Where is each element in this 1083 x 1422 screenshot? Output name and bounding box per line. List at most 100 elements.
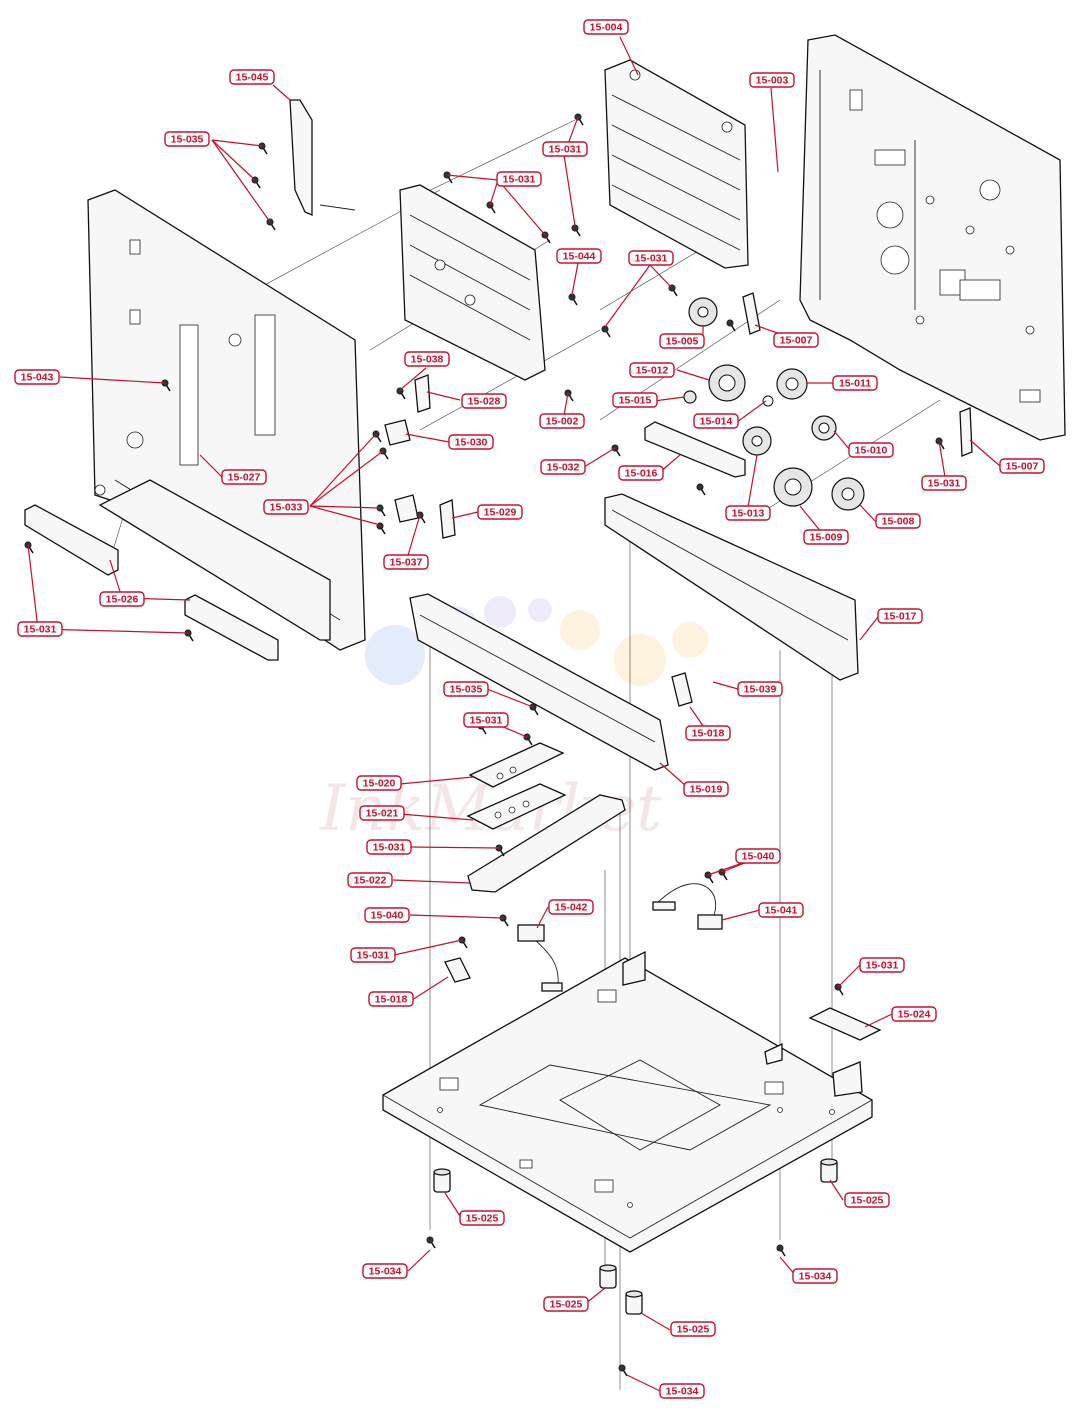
- callout-15-022: 15-022: [347, 872, 393, 888]
- screw-icon: [568, 293, 578, 306]
- screw-icon: [376, 504, 386, 517]
- callout-15-043: 15-043: [14, 369, 60, 385]
- bracket-15-028: [414, 374, 431, 413]
- sensor-board-15-021: [466, 783, 567, 830]
- callout-label: 15-034: [799, 1271, 832, 1283]
- callout-15-029: 15-029: [477, 504, 523, 520]
- screw-icon: [258, 142, 268, 155]
- callout-15-008: 15-008: [875, 513, 921, 529]
- callout-box: [99, 591, 145, 607]
- callout-label: 15-002: [546, 416, 579, 428]
- callout-box: [356, 775, 402, 791]
- callout-box: [368, 991, 414, 1007]
- callout-box: [477, 504, 523, 520]
- callout-15-037: 15-037: [383, 554, 429, 570]
- callout-label: 15-029: [484, 507, 517, 519]
- gear-15-013: [742, 426, 772, 456]
- callout-label: 15-040: [371, 910, 404, 922]
- screw-icon: [184, 629, 194, 642]
- left-side-frame: [87, 189, 366, 651]
- callout-label: 15-033: [270, 502, 303, 514]
- solenoid-block-lower: [394, 494, 419, 523]
- callout-labels: 15-00415-00315-04515-03515-03115-03115-0…: [14, 19, 1045, 1399]
- callout-label: 15-045: [236, 72, 269, 84]
- callout-15-042: 15-042: [548, 899, 594, 915]
- gear-15-009: [773, 467, 813, 507]
- callout-box: [448, 434, 494, 450]
- bracket-15-029: [439, 499, 456, 539]
- screw-icon: [495, 844, 505, 857]
- gear-15-010: [811, 415, 837, 441]
- gear-15-011: [776, 368, 808, 400]
- callout-15-017: 15-017: [877, 608, 923, 624]
- callout-label: 15-031: [373, 842, 406, 854]
- callout-15-030: 15-030: [448, 434, 494, 450]
- foot-15-025-a: [433, 1168, 451, 1193]
- base-plate: [382, 950, 873, 1253]
- callout-label: 15-042: [555, 902, 588, 914]
- callout-label: 15-034: [666, 1386, 699, 1398]
- callout-box: [773, 332, 819, 348]
- harness-15-042: [517, 924, 563, 992]
- callout-label: 15-031: [549, 144, 582, 156]
- callout-15-028: 15-028: [461, 393, 507, 409]
- screw-icon: [266, 218, 276, 231]
- screw-icon: [776, 1244, 786, 1257]
- callout-label: 15-026: [106, 594, 139, 606]
- callout-15-007: 15-007: [773, 332, 819, 348]
- cover-strip-lower: [184, 594, 279, 661]
- rail-15-017: [604, 493, 859, 681]
- callout-box: [404, 351, 450, 367]
- callout-15-034: 15-034: [362, 1263, 408, 1279]
- callout-label: 15-016: [625, 468, 658, 480]
- leader-lines: [27, 36, 1001, 1392]
- callout-15-016: 15-016: [618, 465, 664, 481]
- callout-box: [758, 902, 804, 918]
- bracket-15-007-right: [959, 407, 973, 457]
- callout-box: [693, 413, 739, 429]
- gear-15-012: [708, 364, 746, 402]
- callout-box: [221, 469, 267, 485]
- callout-label: 15-020: [363, 778, 396, 790]
- bracket-15-018-upper: [671, 672, 693, 707]
- callout-15-032: 15-032: [540, 459, 586, 475]
- callout-15-025: 15-025: [543, 1296, 589, 1312]
- callout-box: [548, 899, 594, 915]
- right-side-frame: [799, 34, 1066, 441]
- callout-label: 15-009: [810, 532, 843, 544]
- callout-label: 15-038: [411, 354, 444, 366]
- callout-15-020: 15-020: [356, 775, 402, 791]
- screw-icon: [529, 703, 539, 716]
- callout-box: [659, 1383, 705, 1399]
- screw-icon: [523, 733, 533, 746]
- callout-box: [14, 369, 60, 385]
- callout-box: [859, 957, 905, 973]
- callout-15-033: 15-033: [263, 499, 309, 515]
- callout-label: 15-025: [677, 1324, 710, 1336]
- screw-icon: [379, 447, 389, 460]
- sensor-board-15-020: [468, 742, 565, 788]
- callout-15-034: 15-034: [792, 1268, 838, 1284]
- callout-box: [877, 608, 923, 624]
- callout-box: [792, 1268, 838, 1284]
- callout-label: 15-031: [635, 253, 668, 265]
- screw-icon: [574, 113, 584, 126]
- callout-box: [366, 839, 412, 855]
- callout-box: [463, 712, 509, 728]
- callout-15-031: 15-031: [350, 947, 396, 963]
- callout-15-039: 15-039: [737, 681, 783, 697]
- callout-label: 15-007: [780, 335, 813, 347]
- gear-15-005: [688, 297, 718, 327]
- callout-label: 15-015: [619, 395, 652, 407]
- callout-box: [263, 499, 309, 515]
- callout-15-025: 15-025: [459, 1210, 505, 1226]
- callout-15-025: 15-025: [670, 1321, 716, 1337]
- callout-label: 15-025: [550, 1299, 583, 1311]
- plate-15-024: [808, 1007, 882, 1041]
- callout-15-010: 15-010: [848, 442, 894, 458]
- callout-label: 15-014: [700, 416, 733, 428]
- screw-icon: [935, 437, 945, 450]
- callout-label: 15-035: [171, 134, 204, 146]
